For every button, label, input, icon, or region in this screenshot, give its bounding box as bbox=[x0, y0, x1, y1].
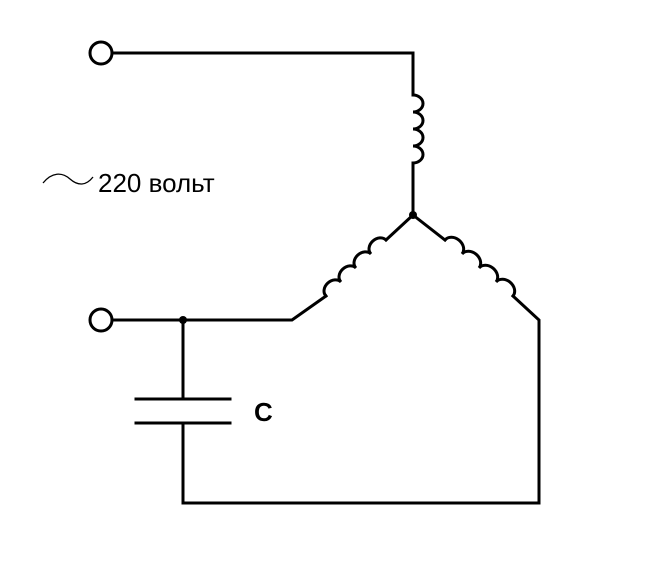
coil-2 bbox=[322, 236, 388, 298]
wire-coil3-right bbox=[181, 293, 541, 505]
wire-coil2-left bbox=[110, 293, 329, 322]
terminal-top bbox=[88, 40, 114, 66]
wire-star-coil3 bbox=[410, 212, 448, 243]
wire-star-coil2 bbox=[383, 212, 416, 243]
voltage-label: 220 вольт bbox=[98, 168, 215, 198]
ac-tilde-icon bbox=[42, 173, 94, 185]
coil-3 bbox=[443, 235, 517, 298]
wire-top bbox=[110, 51, 415, 97]
terminal-bottom bbox=[88, 307, 114, 333]
capacitor-label: C bbox=[254, 397, 273, 427]
coil-1 bbox=[411, 93, 425, 165]
